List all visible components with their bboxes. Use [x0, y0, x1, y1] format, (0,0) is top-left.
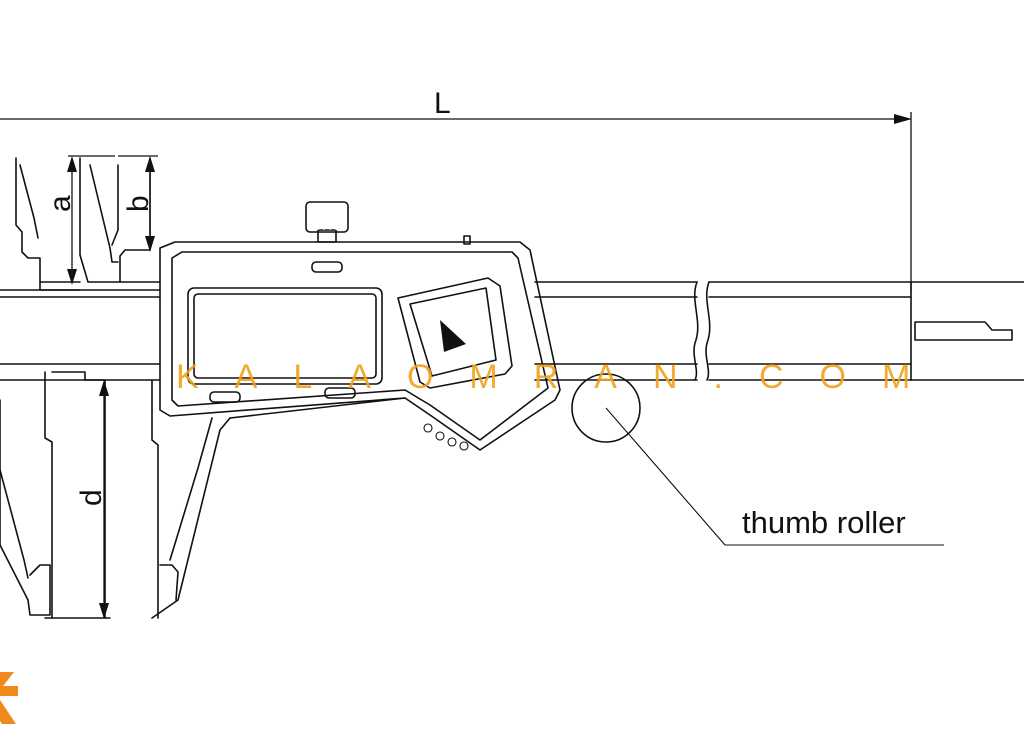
jaw-b-label: b [122, 195, 155, 212]
lock-screw-knob [305, 201, 349, 243]
slider-body [159, 235, 561, 451]
jaw-a-label: a [44, 195, 77, 212]
upper-jaws [15, 157, 161, 291]
logo-mark-icon [0, 672, 18, 724]
length-label: L [434, 87, 451, 120]
length-dimension: L [0, 87, 912, 292]
beam [0, 281, 1024, 381]
jaw-d-label: d [75, 489, 108, 506]
jaw-b-dimension: b [118, 155, 158, 252]
thumb-roller: thumb roller [571, 373, 944, 546]
watermark-text: KALAOMRAN.COM [176, 358, 946, 396]
jaw-a-dimension: a [44, 155, 115, 285]
jaw-d-dimension: d [75, 380, 109, 619]
lower-jaws [0, 371, 231, 619]
thumb-roller-callout: thumb roller [742, 505, 906, 540]
arrow-button-icon [440, 320, 466, 352]
